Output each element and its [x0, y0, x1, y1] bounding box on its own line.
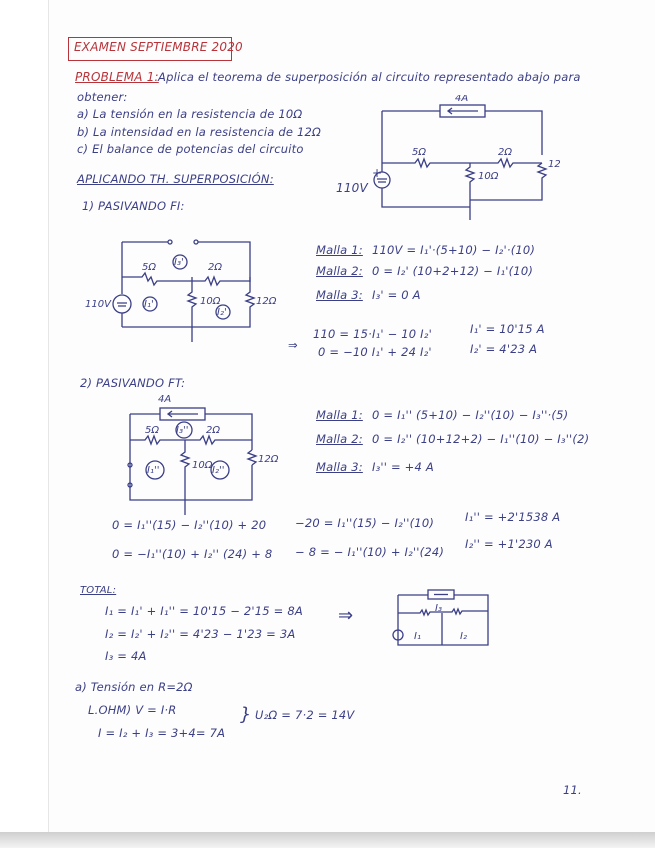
title-box [68, 37, 232, 61]
r1-label: 5Ω [412, 147, 426, 158]
exam-title: EXAMEN SEPTIEMBRE 2020 [74, 40, 243, 54]
mesh2-label: I₂' [217, 307, 227, 318]
system-eq-2: 0 = −10 I₁' + 24 I₂' [318, 345, 432, 359]
step1-heading: 1) PASIVANDO FI: [82, 199, 185, 213]
r4-label: 12Ω [548, 159, 560, 170]
system-a-eq-2: 0 = −I₁''(10) + I₂'' (24) + 8 [112, 547, 273, 561]
mesh1-equation: 110V = I₁'·(5+10) − I₂'·(10) [372, 243, 536, 257]
source-label: 4A [158, 394, 171, 405]
mesh2-label: Malla 2: [316, 432, 363, 446]
mesh3-equation: I₃' = 0 A [372, 288, 421, 302]
current-source-label: 4A [455, 95, 468, 104]
mesh3-label: Malla 3: [316, 460, 363, 474]
step2-heading: 2) PASIVANDO FT: [80, 376, 186, 390]
mesh1-label: Malla 1: [316, 243, 363, 257]
total-heading: TOTAL: [80, 585, 117, 596]
result-i2: I₂'' = +1'230 A [465, 537, 553, 551]
result-i1: I₁' = 10'15 A [470, 322, 545, 336]
plus-sign: + [372, 166, 383, 180]
r3-label: 10Ω [192, 460, 213, 471]
r2-label: 2Ω [208, 262, 222, 273]
current-sum-line: I = I₂ + I₃ = 3+4= 7A [98, 726, 226, 740]
page-number: 11. [563, 783, 582, 797]
part-a-result: U₂Ω = 7·2 = 14V [255, 708, 355, 722]
question-b: b) La intensidad en la resistencia de 12… [77, 125, 322, 139]
result-i1: I₁'' = +2'1538 A [465, 510, 561, 524]
section-heading: APLICANDO TH. SUPERPOSICIÓN: [77, 172, 274, 186]
r3-label: 10Ω [200, 296, 221, 307]
implies-arrow: ⇒ [338, 605, 354, 626]
question-c: c) El balance de potencias del circuito [77, 142, 304, 156]
mesh3-equation: I₃'' = +4 A [372, 460, 434, 474]
problem-statement: Aplica el teorema de superposición al ci… [158, 70, 581, 84]
r3-label: 10Ω [478, 171, 499, 182]
step1-circuit-diagram: 5Ω 2Ω 10Ω 12Ω 110V I₃' I₁' I₂' [85, 239, 277, 342]
mesh3-label: I₃' [174, 257, 184, 268]
brace: } [240, 704, 252, 725]
step2-circuit-diagram: 4A 5Ω 2Ω 10Ω 12Ω I₃'' I₁'' I₂'' [127, 394, 279, 515]
r4-label: 12Ω [256, 296, 277, 307]
total-line-2: I₂ = I₂' + I₂'' = 4'23 − 1'23 = 3A [105, 627, 296, 641]
scan-edge [0, 832, 655, 848]
total-line-3: I₃ = 4A [105, 649, 147, 663]
system-b-eq-1: −20 = I₁''(15) − I₂''(10) [295, 516, 435, 530]
mesh3-label: I₃ [435, 603, 442, 614]
r2-label: 2Ω [206, 425, 220, 436]
question-a: a) La tensión en la resistencia de 10Ω [77, 107, 303, 121]
mesh1-label: Malla 1: [316, 408, 363, 422]
total-line-1: I₁ = I₁' + I₁'' = 10'15 − 2'15 = 8A [105, 604, 303, 618]
total-circuit-diagram: I₃ I₁ I₂ [392, 589, 489, 646]
source-label: 110V [85, 299, 112, 310]
r1-label: 5Ω [142, 262, 156, 273]
mesh2-label: I₂ [460, 631, 467, 642]
r2-label: 2Ω [498, 147, 512, 158]
mesh1-label: I₁' [144, 299, 154, 310]
part-a-heading: a) Tensión en R=2Ω [75, 680, 193, 694]
system-a-eq-1: 0 = I₁''(15) − I₂''(10) + 20 [112, 518, 267, 532]
main-circuit-diagram: 4A 5Ω 2Ω 10Ω 12Ω [373, 95, 560, 220]
r4-label: 12Ω [258, 454, 279, 465]
problem-statement-cont: obtener: [77, 90, 128, 104]
mesh1-label: I₁ [414, 631, 421, 642]
mesh3-label: I₃'' [176, 425, 188, 436]
mesh2-label: Malla 2: [316, 264, 363, 278]
mesh1-equation: 0 = I₁'' (5+10) − I₂''(10) − I₃''·(5) [372, 408, 569, 422]
implies-arrow: ⇒ [288, 338, 298, 352]
mesh2-label: I₂'' [212, 465, 224, 476]
ohm-law-line: L.OHM) V = I·R [88, 703, 177, 717]
voltage-source-label: 110V [336, 181, 368, 195]
system-eq-1: 110 = 15·I₁' − 10 I₂' [313, 327, 432, 341]
problem-label: PROBLEMA 1: [75, 70, 159, 84]
r1-label: 5Ω [145, 425, 159, 436]
mesh3-label: Malla 3: [316, 288, 363, 302]
mesh1-label: I₁'' [147, 465, 159, 476]
paper-sheet [48, 0, 655, 832]
system-b-eq-2: − 8 = − I₁''(10) + I₂''(24) [295, 545, 445, 559]
mesh2-equation: 0 = I₂'' (10+12+2) − I₁''(10) − I₃''(2) [372, 432, 590, 446]
result-i2: I₂' = 4'23 A [470, 342, 538, 356]
mesh2-equation: 0 = I₂' (10+2+12) − I₁'(10) [372, 264, 534, 278]
